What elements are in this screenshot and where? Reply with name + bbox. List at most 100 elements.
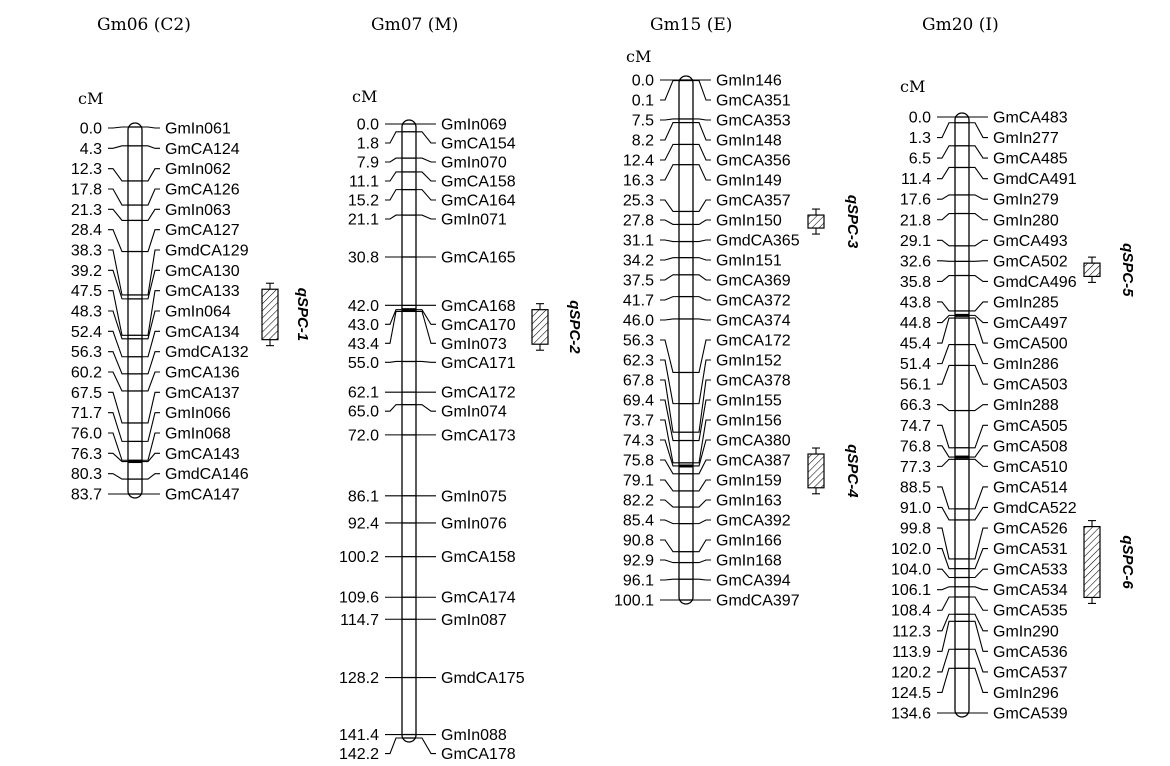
marker-connector-left — [108, 229, 128, 253]
marker-connector-right — [969, 568, 988, 579]
marker-position: 38.3 — [71, 243, 102, 260]
marker-position: 79.1 — [623, 473, 654, 490]
qtl-qspc-4: qSPC-4 — [807, 444, 861, 498]
marker-name: GmIn155 — [716, 393, 782, 410]
marker-name: GmIn146 — [716, 73, 782, 90]
marker-connector-right — [693, 122, 711, 141]
marker-position: 66.3 — [900, 397, 931, 414]
marker-connector-left — [937, 122, 955, 139]
marker-name: GmIn068 — [165, 426, 231, 443]
qtl-qspc-2: qSPC-2 — [531, 300, 583, 354]
marker-position: 0.0 — [632, 73, 654, 90]
marker-position: 100.2 — [339, 549, 379, 566]
marker-position: 44.8 — [900, 315, 931, 332]
marker-connector-right — [693, 164, 711, 181]
chromosome-title: Gm20 (I) — [922, 15, 999, 35]
marker-position: 1.3 — [909, 130, 931, 147]
marker-name: GmCA485 — [993, 151, 1068, 168]
marker-position: 6.5 — [909, 151, 931, 168]
marker-connector-right — [693, 419, 711, 464]
chromosome-title: Gm07 (M) — [371, 15, 458, 35]
marker-name: GmIn152 — [716, 353, 782, 370]
marker-connector-right — [416, 189, 436, 201]
marker-connector-left — [660, 399, 679, 442]
marker-connector-right — [969, 486, 988, 510]
marker-position: 30.8 — [348, 249, 379, 266]
marker-connector-right — [969, 194, 988, 200]
marker-name: GmCA534 — [993, 582, 1068, 599]
marker-connector-right — [416, 360, 436, 363]
marker-position: 55.0 — [348, 355, 379, 372]
marker-connector-left — [937, 648, 955, 673]
marker-name: GmCA378 — [716, 373, 791, 390]
marker-connector-left — [937, 527, 955, 560]
marker-name: GmdCA175 — [441, 670, 525, 687]
chromosome-bar — [401, 119, 417, 743]
marker-name: GmCA372 — [716, 293, 791, 310]
marker-position: 0.0 — [909, 110, 931, 127]
marker-connector-left — [108, 351, 128, 375]
marker-connector-left — [660, 339, 679, 374]
marker-connector-right — [693, 539, 711, 553]
marker-connector-right — [693, 519, 711, 525]
marker-position: 62.1 — [348, 385, 379, 402]
marker-name: GmCA392 — [716, 513, 791, 530]
marker-name: GmIn163 — [716, 493, 782, 510]
marker-name: GmdCA491 — [993, 171, 1077, 188]
marker-position: 11.1 — [349, 174, 379, 191]
marker-position: 0.0 — [80, 121, 102, 138]
marker-position: 72.0 — [348, 427, 379, 444]
marker-name: GmdCA365 — [716, 233, 800, 250]
marker-name: GmIn156 — [716, 413, 782, 430]
marker-name: GmdCA129 — [165, 243, 249, 260]
marker-connector-left — [385, 310, 402, 344]
marker-connector-left — [660, 274, 679, 281]
marker-name: GmIn070 — [441, 155, 507, 172]
marker-connector-right — [969, 527, 988, 560]
marker-connector-left — [385, 171, 402, 182]
marker-connector-left — [660, 519, 679, 525]
marker-position: 34.2 — [623, 253, 654, 270]
marker-position: 32.6 — [900, 253, 931, 270]
marker-name: GmCA174 — [441, 590, 516, 607]
marker-position: 0.0 — [357, 117, 379, 134]
marker-position: 104.0 — [891, 562, 931, 579]
marker-position: 41.7 — [623, 293, 654, 310]
marker-position: 0.1 — [632, 93, 654, 110]
marker-name: GmCA380 — [716, 433, 791, 450]
marker-connector-right — [142, 371, 160, 392]
marker-connector-right — [693, 219, 711, 225]
marker-position: 56.1 — [900, 377, 931, 394]
qtl-box — [531, 309, 549, 345]
marker-connector-left — [937, 166, 955, 180]
marker-position: 113.9 — [892, 644, 931, 661]
marker-connector-left — [385, 157, 402, 163]
marker-connector-left — [937, 486, 955, 510]
marker-name: GmCA510 — [993, 459, 1068, 476]
chromosome-title: Gm15 (E) — [650, 15, 732, 35]
marker-name: GmCA172 — [716, 333, 791, 350]
marker-connector-left — [660, 359, 679, 405]
marker-connector-right — [416, 737, 436, 755]
marker-name: GmCA531 — [993, 541, 1068, 558]
marker-name: GmCA158 — [441, 174, 516, 191]
marker-connector-right — [969, 596, 988, 611]
marker-position: 1.8 — [357, 136, 379, 153]
marker-connector-left — [660, 122, 679, 141]
marker-position: 82.2 — [623, 493, 654, 510]
marker-name: GmIn151 — [716, 253, 782, 270]
marker-name: GmCA503 — [993, 377, 1068, 394]
marker-position: 31.1 — [623, 233, 654, 250]
marker-position: 56.3 — [71, 344, 102, 361]
chromosome-bar — [127, 122, 143, 499]
marker-connector-left — [108, 412, 128, 442]
marker-connector-left — [660, 479, 679, 492]
unit-label: cM — [626, 47, 651, 66]
marker-name: GmIn296 — [993, 685, 1059, 702]
marker-connector-right — [969, 445, 988, 458]
marker-position: 102.0 — [891, 541, 931, 558]
unit-label: cM — [352, 87, 377, 106]
marker-name: GmIn074 — [441, 404, 507, 421]
marker-connector-left — [385, 737, 402, 755]
